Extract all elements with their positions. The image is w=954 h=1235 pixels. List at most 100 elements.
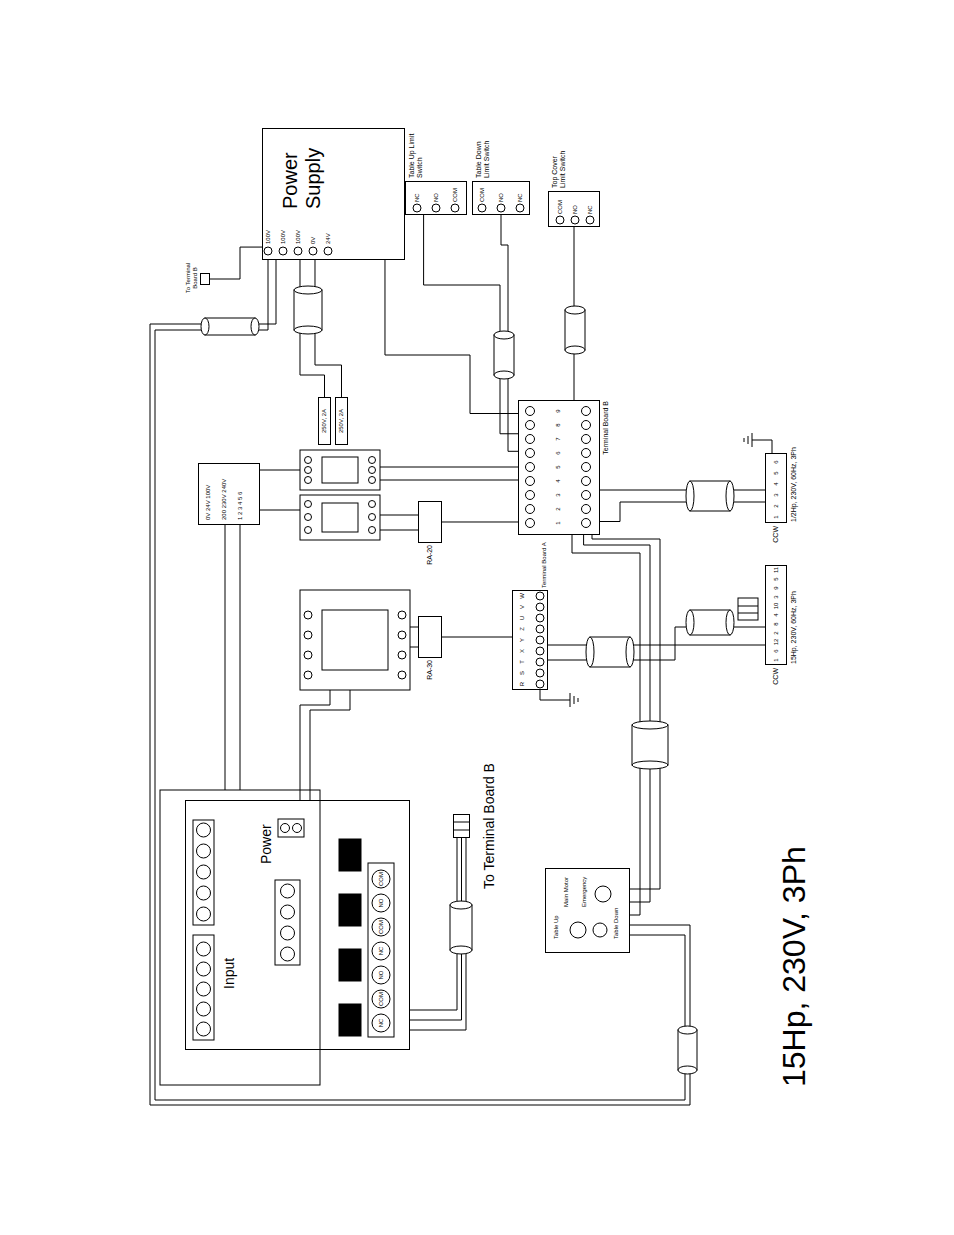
cable-end bbox=[678, 1026, 697, 1034]
terminal-number: 7 bbox=[555, 437, 561, 440]
node-heading: Table Up Limit Switch bbox=[408, 132, 424, 178]
node-text: Power bbox=[258, 824, 274, 864]
terminal-divider bbox=[453, 822, 470, 830]
terminal-label: 24V bbox=[325, 233, 331, 244]
terminal-screw bbox=[197, 844, 211, 858]
node-text: 15Hp, 230V, 60Hz, 3Ph bbox=[790, 591, 798, 664]
terminal-screw bbox=[281, 824, 290, 833]
terminal-board: Terminal Board A bbox=[512, 590, 548, 690]
wire bbox=[548, 645, 765, 646]
terminal-number: 3 bbox=[773, 595, 779, 598]
overload-relay: RA-20 bbox=[418, 501, 442, 543]
terminal-screw bbox=[582, 519, 591, 528]
terminal-number: 2 bbox=[773, 631, 779, 634]
terminal-screw bbox=[197, 865, 211, 879]
terminal-screw bbox=[526, 435, 535, 444]
terminal-number: 2 bbox=[773, 504, 779, 507]
contactor bbox=[300, 590, 410, 690]
terminal-screw bbox=[372, 918, 390, 936]
power-terminal bbox=[278, 819, 304, 837]
terminal-screw bbox=[305, 527, 312, 534]
terminal-number: 6 bbox=[555, 451, 561, 454]
terminal-letter: R bbox=[519, 682, 525, 686]
terminal-screw bbox=[398, 671, 406, 679]
pin-label: NO bbox=[572, 205, 578, 214]
terminal-screw bbox=[369, 514, 376, 521]
terminal-number: 11 bbox=[773, 567, 779, 573]
terminal-screw bbox=[372, 942, 390, 960]
ground-symbol bbox=[570, 693, 578, 707]
push-button bbox=[570, 922, 586, 938]
node-text: Emergency bbox=[581, 877, 588, 907]
terminal-screw bbox=[369, 527, 376, 534]
terminal-number: 5 bbox=[555, 465, 561, 468]
terminal-screw bbox=[324, 247, 332, 255]
terminal-screw bbox=[369, 467, 376, 474]
wire bbox=[410, 627, 418, 628]
wire bbox=[380, 530, 418, 531]
ground-wire bbox=[540, 690, 570, 700]
terminal-screw bbox=[526, 477, 535, 486]
node-text: Table Down bbox=[613, 908, 620, 939]
terminal-block: To Terminal Board B bbox=[200, 273, 210, 285]
cable-end bbox=[565, 346, 585, 354]
terminal-screw bbox=[398, 651, 406, 659]
terminal-letter: U bbox=[519, 616, 525, 620]
cable-end bbox=[494, 331, 514, 339]
contactor-body bbox=[322, 503, 358, 532]
terminal-screw bbox=[582, 407, 591, 416]
cable-sheath bbox=[686, 481, 734, 511]
diagram-title: 15Hp, 230V, 3Ph bbox=[776, 846, 813, 1087]
terminal-screw bbox=[305, 514, 312, 521]
ground-wire bbox=[752, 440, 772, 453]
transformer-block: 0V 24V 100V200 230V 240V1 2 3 4 5 6 bbox=[198, 463, 260, 525]
wire bbox=[260, 470, 300, 471]
terminal-screw bbox=[197, 1022, 211, 1036]
terminal-label: 100V bbox=[295, 230, 301, 244]
component-outlines bbox=[160, 204, 758, 1085]
pin-label: NC bbox=[587, 205, 593, 214]
switch-pin bbox=[516, 204, 524, 212]
terminal-screw bbox=[526, 407, 535, 416]
terminal-screw bbox=[304, 611, 312, 619]
cable-end bbox=[251, 318, 259, 335]
wire-bundle bbox=[150, 260, 772, 1105]
pin-label: NC bbox=[378, 1019, 384, 1028]
node-heading: RA-30 bbox=[426, 660, 434, 680]
pin-label: COM bbox=[378, 920, 384, 934]
terminal-screw bbox=[197, 823, 211, 837]
display-window bbox=[339, 839, 361, 871]
pendant-switch: Table Up Main Motor EmergencyTable Down bbox=[545, 868, 630, 953]
cable-end bbox=[294, 326, 322, 334]
pin-label: NO bbox=[498, 193, 504, 202]
cable-sheath bbox=[450, 901, 472, 954]
terminal-screw bbox=[526, 421, 535, 430]
terminal-screw bbox=[305, 467, 312, 474]
terminal-number: 1 bbox=[555, 521, 561, 524]
terminal-screw bbox=[526, 449, 535, 458]
cable-end bbox=[494, 371, 514, 379]
node-heading: Table Down Limit Switch bbox=[475, 132, 491, 178]
terminal-number: 12 bbox=[773, 639, 779, 646]
wire-connector bbox=[385, 260, 518, 414]
pin-label: NC bbox=[414, 193, 420, 202]
wire bbox=[310, 690, 350, 800]
cable-sheath bbox=[494, 331, 514, 379]
wire bbox=[240, 525, 241, 790]
switch-pin bbox=[432, 204, 440, 212]
terminal-strip bbox=[368, 863, 394, 1037]
wire bbox=[155, 260, 685, 1100]
node-text: Main Motor bbox=[563, 877, 570, 907]
terminal-number: 8 bbox=[555, 423, 561, 426]
contactor-body bbox=[322, 610, 388, 670]
cable-end bbox=[294, 286, 322, 294]
terminal-screw bbox=[304, 651, 312, 659]
terminal-screw bbox=[372, 1014, 390, 1032]
terminal-screw bbox=[197, 982, 211, 996]
node-heading: Table Up bbox=[553, 915, 560, 939]
terminal-block: To Terminal Board B bbox=[453, 814, 470, 838]
cable-sheath bbox=[678, 1026, 697, 1074]
cable-end bbox=[586, 637, 594, 667]
terminal-screw bbox=[369, 477, 376, 484]
